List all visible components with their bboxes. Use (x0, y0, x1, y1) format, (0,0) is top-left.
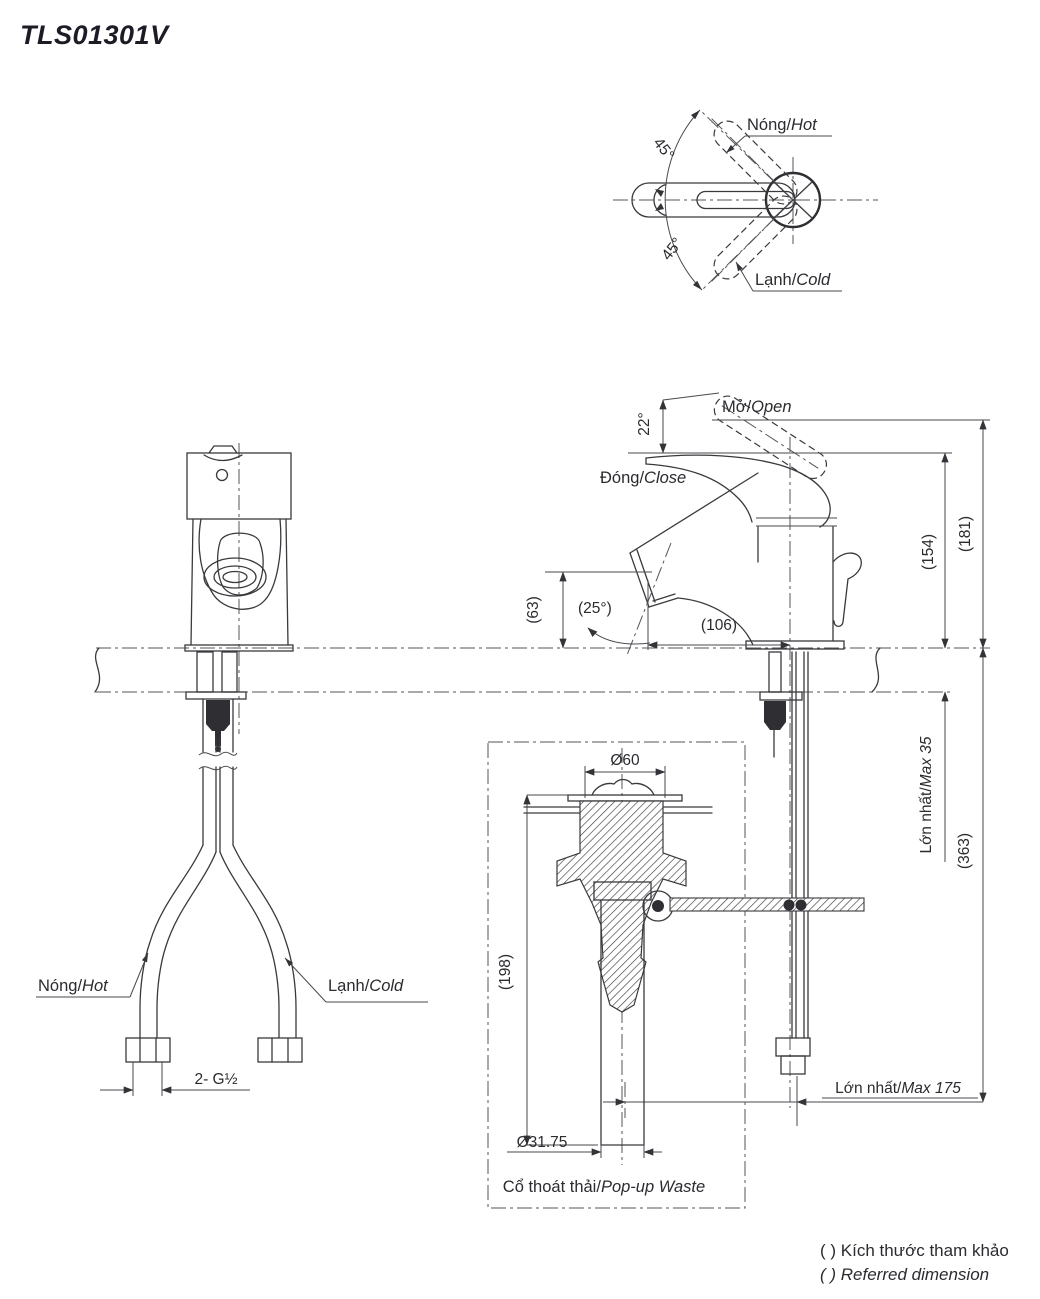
detail-box-border (487, 741, 746, 1209)
popup-waste-detail: Ø60 (198) Ø31.75 Cổ thoát thải/Pop-up Wa… (487, 741, 865, 1209)
flange-dia-label: Ø60 (610, 752, 640, 769)
hot-label-front-view: Nóng/Hot (38, 977, 109, 995)
angle-45-upper-label: 45° (650, 135, 678, 164)
close-label: Đóng/Close (600, 469, 686, 487)
front-view: Nóng/Hot Lạnh/Cold 2- G½ (36, 443, 428, 1096)
faucet-body-top (764, 171, 822, 229)
side-view-under-deck (759, 651, 811, 1075)
product-code: TLS01301V (20, 20, 170, 50)
angle-45-lower-label: 45° (659, 235, 687, 264)
side-view: 22° Mở/Open Đóng/Close (63) (25°) (106) (525, 392, 990, 1108)
supply-nut-side (775, 1037, 811, 1057)
hot-label-top-view: Nóng/Hot (747, 116, 818, 134)
counter-deck (94, 647, 990, 693)
handle-open-position (713, 395, 828, 480)
cold-label-top-view: Lạnh/Cold (755, 271, 831, 289)
footnote: ( ) Kích thước tham khảo ( ) Referred di… (820, 1241, 1009, 1284)
hot-hose (139, 844, 204, 1039)
handle-screw (215, 468, 229, 482)
popup-waste-caption: Cổ thoát thải/Pop-up Waste (503, 1178, 705, 1196)
cold-hose-nut (257, 1037, 303, 1063)
cold-hose (219, 851, 280, 1039)
pop-up-plug (556, 800, 687, 1013)
height-181-label: (181) (957, 516, 974, 552)
max-reach-label: Lớn nhất/Max 175 (835, 1080, 961, 1097)
footnote-vietnamese: ( ) Kích thước tham khảo (820, 1241, 1009, 1260)
faucet-body-side (629, 472, 862, 650)
handle-cold-position (711, 118, 798, 205)
aerator-ring (203, 557, 267, 597)
thread-size-label: 2- G½ (194, 1071, 237, 1088)
pop-up-rod (669, 897, 865, 912)
cold-label-front-view: Lạnh/Cold (328, 977, 404, 995)
top-view: 45° 45° Nóng/Hot Lạnh/Cold (613, 109, 878, 292)
spout-front-outline (198, 518, 282, 610)
handle-front (186, 452, 292, 520)
open-angle-label: 22° (636, 412, 653, 435)
depth-363-label: (363) (956, 833, 973, 869)
handle-closed (645, 454, 831, 528)
spout-angle-label: (25°) (578, 600, 612, 617)
tube-dia-label: Ø31.75 (517, 1134, 568, 1151)
footnote-english: ( ) Referred dimension (820, 1265, 989, 1284)
pop-up-lift-rod (832, 552, 862, 628)
base-plate-front (184, 644, 294, 652)
open-label: Mở/Open (722, 398, 792, 416)
spout-height-label: (63) (525, 596, 542, 624)
spout-reach-label: (106) (701, 617, 737, 634)
max-deck-label: Lớn nhất/Max 35 (918, 736, 935, 853)
height-154-label: (154) (920, 534, 937, 570)
hot-hose-nut (125, 1037, 171, 1063)
right-dimensions: (154) (181) Lớn nhất/Max 35 (363) Lớn nh… (603, 419, 987, 1126)
plug-length-label: (198) (497, 954, 514, 990)
mounting-nut-front (206, 700, 230, 731)
